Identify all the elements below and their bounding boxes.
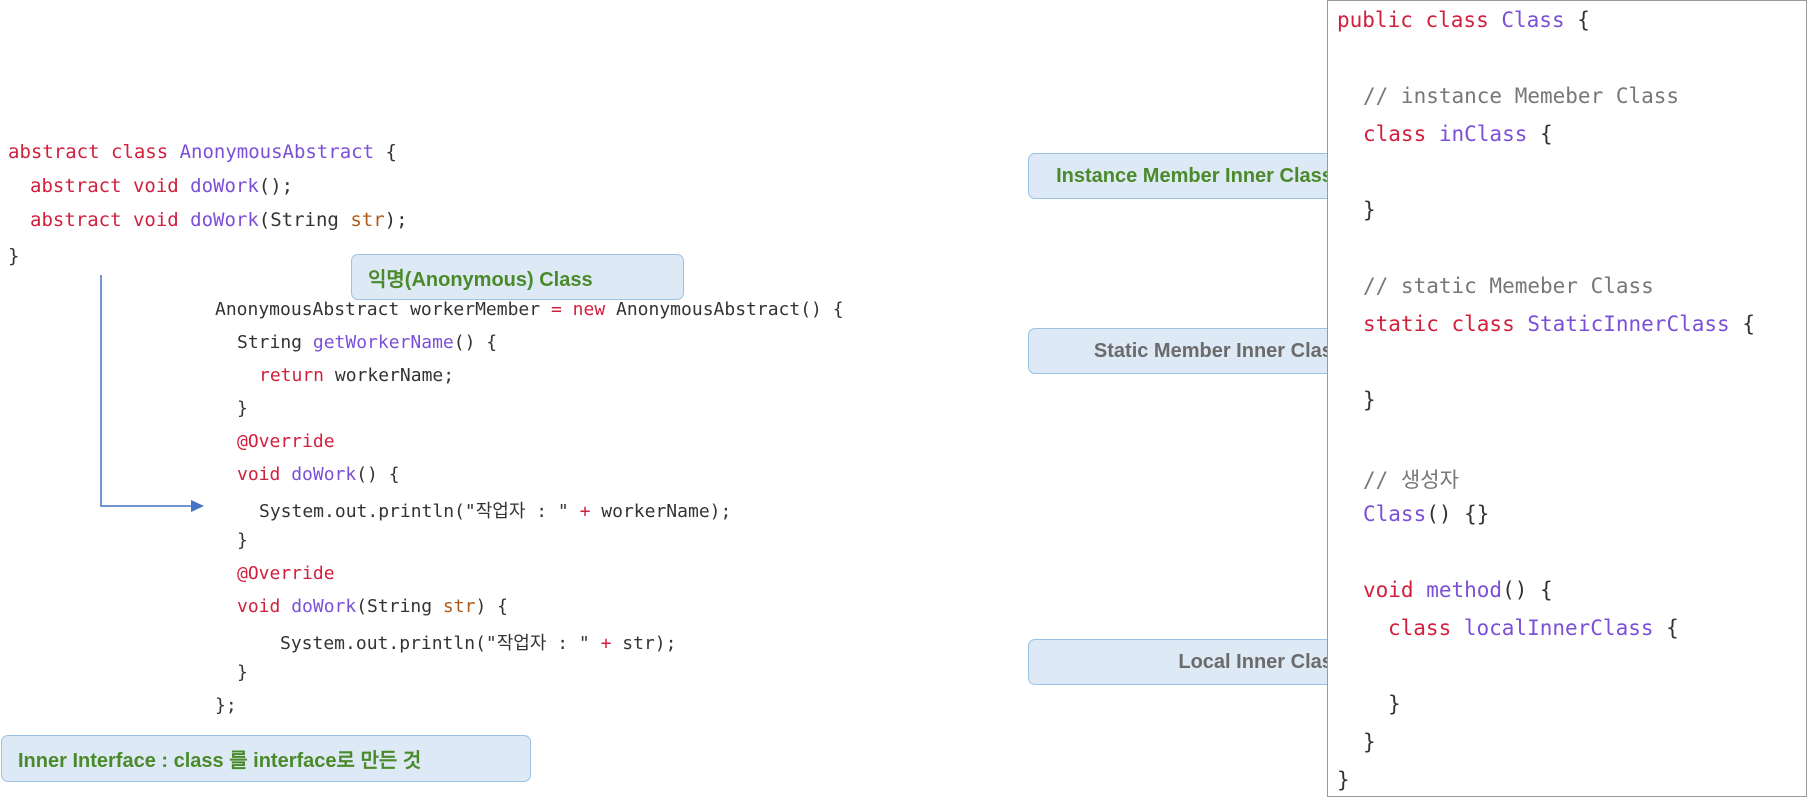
- code-line: }: [1363, 388, 1376, 412]
- code-text: [562, 299, 573, 320]
- method-name: doWork: [190, 209, 259, 231]
- code-line: }: [237, 530, 248, 551]
- code-text: System.out.println("작업자 : ": [280, 633, 601, 654]
- operator: =: [550, 299, 562, 320]
- code-comment: // static Memeber Class: [1363, 274, 1654, 298]
- method-name: doWork: [291, 596, 357, 617]
- code-line: }: [1337, 768, 1350, 792]
- local-inner-callout: Local Inner Class: [1028, 639, 1361, 685]
- method-name: getWorkerName: [312, 332, 454, 353]
- code-line: };: [215, 695, 237, 716]
- keyword: void: [237, 464, 292, 485]
- keyword: static class: [1363, 312, 1528, 336]
- code-text: str);: [611, 633, 677, 654]
- code-text: AnonymousAbstract() {: [605, 299, 844, 320]
- method-name: doWork: [190, 175, 259, 197]
- class-name: StaticInnerClass: [1527, 312, 1730, 336]
- class-name: AnonymousAbstract: [179, 141, 375, 163]
- callout-label: Local Inner Class: [1178, 650, 1344, 673]
- code-text: {: [1729, 312, 1755, 336]
- code-text: workerName);: [590, 501, 732, 522]
- annotation: @Override: [237, 431, 335, 452]
- code-text: () {: [356, 464, 400, 485]
- code-line: }: [8, 245, 20, 267]
- code-line: public class Class {: [1337, 8, 1590, 32]
- code-line: static class StaticInnerClass {: [1363, 312, 1755, 336]
- code-line: System.out.println("작업자 : " + workerName…: [259, 497, 731, 523]
- keyword: public class: [1337, 8, 1502, 32]
- code-text: );: [384, 209, 408, 231]
- code-text: {: [1527, 122, 1553, 146]
- keyword: class: [1388, 616, 1464, 640]
- code-line: void doWork() {: [237, 464, 400, 485]
- callout-label: Static Member Inner Class: [1093, 339, 1344, 362]
- code-line: class inClass {: [1363, 122, 1553, 146]
- code-text: {: [374, 141, 397, 163]
- keyword: abstract void: [30, 175, 191, 197]
- code-line: void doWork(String str) {: [237, 596, 508, 617]
- outer-class-code-panel: public class Class { // instance Memeber…: [1327, 0, 1807, 797]
- code-line: abstract void doWork(String str);: [30, 209, 408, 231]
- callout-label: Inner Interface : class 를 interface로 만든 …: [18, 750, 422, 772]
- code-line: abstract void doWork();: [30, 175, 293, 197]
- code-text: ) {: [475, 596, 508, 617]
- code-text: System.out.println("작업자 : ": [259, 501, 580, 522]
- keyword: void: [1363, 578, 1427, 602]
- code-line: AnonymousAbstract workerMember = new Ano…: [215, 299, 844, 320]
- operator: +: [600, 633, 612, 654]
- code-text: ();: [258, 175, 294, 197]
- code-comment: // 생성자: [1363, 468, 1459, 492]
- code-line: }: [237, 662, 248, 683]
- code-text: (String: [258, 209, 351, 231]
- code-line: }: [1363, 730, 1376, 754]
- annotation: @Override: [237, 563, 335, 584]
- constructor-name: Class: [1363, 502, 1427, 526]
- operator: +: [579, 501, 591, 522]
- code-text: AnonymousAbstract workerMember: [215, 299, 551, 320]
- class-name: localInnerClass: [1463, 616, 1654, 640]
- code-text: {: [1564, 8, 1590, 32]
- code-text: () {: [453, 332, 498, 353]
- anonymous-class-callout: 익명(Anonymous) Class: [351, 254, 684, 300]
- keyword: abstract void: [30, 209, 191, 231]
- code-line: Class() {}: [1363, 502, 1489, 526]
- code-line: return workerName;: [259, 365, 454, 386]
- code-text: () {: [1502, 578, 1553, 602]
- code-comment: // instance Memeber Class: [1363, 84, 1680, 108]
- instance-member-callout: Instance Member Inner Class: [1028, 153, 1361, 199]
- code-line: String getWorkerName() {: [237, 332, 497, 353]
- code-line: abstract class AnonymousAbstract {: [8, 141, 397, 163]
- method-name: method: [1426, 578, 1503, 602]
- callout-label: Instance Member Inner Class: [1056, 164, 1333, 187]
- code-text: (String: [356, 596, 443, 617]
- keyword: new: [572, 299, 606, 320]
- callout-label: 익명(Anonymous) Class: [368, 268, 593, 291]
- keyword: return: [259, 365, 325, 386]
- code-line: class localInnerClass {: [1388, 616, 1679, 640]
- code-line: }: [237, 398, 248, 419]
- keyword: class: [1363, 122, 1439, 146]
- code-text: String: [237, 332, 313, 353]
- code-text: workerName;: [324, 365, 455, 386]
- keyword: void: [237, 596, 292, 617]
- class-name: Class: [1501, 8, 1565, 32]
- code-text: {: [1653, 616, 1679, 640]
- param-name: str: [350, 209, 385, 231]
- class-name: inClass: [1438, 122, 1528, 146]
- keyword: abstract class: [8, 141, 180, 163]
- code-text: () {}: [1426, 502, 1490, 526]
- code-line: }: [1388, 692, 1401, 716]
- static-member-callout: Static Member Inner Class: [1028, 328, 1361, 374]
- code-line: System.out.println("작업자 : " + str);: [280, 629, 676, 655]
- code-line: void method() {: [1363, 578, 1553, 602]
- param-name: str: [442, 596, 476, 617]
- method-name: doWork: [291, 464, 357, 485]
- inner-interface-callout: Inner Interface : class 를 interface로 만든 …: [1, 735, 531, 782]
- code-line: }: [1363, 198, 1376, 222]
